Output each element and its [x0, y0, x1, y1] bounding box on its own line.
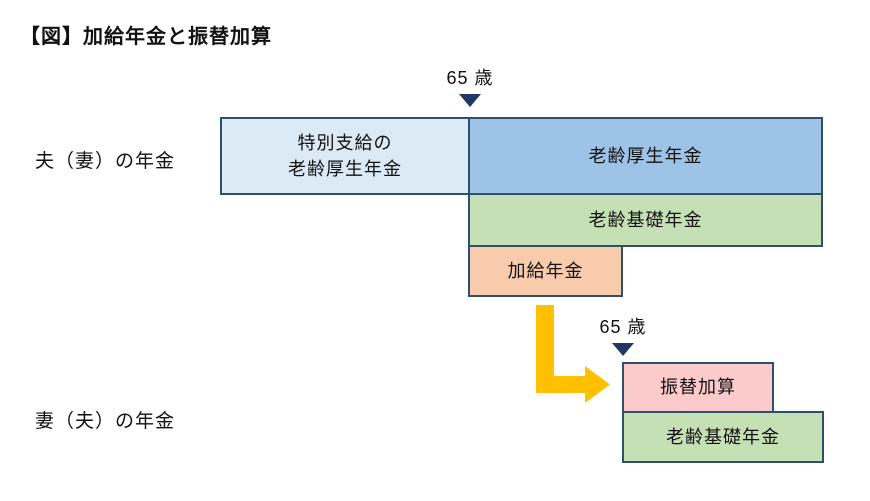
box-kakyu-label: 加給年金	[507, 260, 584, 281]
box-special-paid-kosei-pension: 特別支給の 老齢厚生年金	[220, 117, 470, 195]
down-triangle-icon	[612, 343, 634, 356]
box-additional-pension: 加給年金	[468, 245, 623, 297]
box-transfer-addition: 振替加算	[622, 362, 774, 413]
box-furikae-label: 振替加算	[660, 377, 736, 398]
box-kiso-bottom-label: 老齢基礎年金	[666, 426, 780, 447]
husband-pension-row-label: 夫（妻）の年金	[35, 151, 176, 172]
box-old-age-basic-pension-wife: 老齢基礎年金	[622, 411, 824, 463]
elbow-arrow-shape	[536, 305, 610, 403]
age-65-marker-husband: 65 歳	[425, 64, 515, 107]
age-65-label-husband: 65 歳	[446, 68, 494, 88]
age-65-marker-wife: 65 歳	[578, 313, 668, 356]
box-old-age-employees-pension: 老齢厚生年金	[468, 117, 823, 195]
diagram-title: 【図】加給年金と振替加算	[20, 26, 272, 48]
box-old-age-basic-pension-husband: 老齢基礎年金	[468, 193, 823, 247]
box-kiso-top-label: 老齢基礎年金	[588, 209, 703, 230]
age-65-label-wife: 65 歳	[599, 317, 647, 337]
box-kosei-label: 老齢厚生年金	[588, 145, 703, 166]
box-special-line1: 特別支給の	[297, 132, 393, 153]
elbow-arrow-icon	[536, 305, 610, 403]
down-triangle-icon	[459, 94, 481, 107]
box-special-line2: 老齢厚生年金	[288, 159, 402, 179]
wife-pension-row-label: 妻（夫）の年金	[35, 411, 176, 432]
